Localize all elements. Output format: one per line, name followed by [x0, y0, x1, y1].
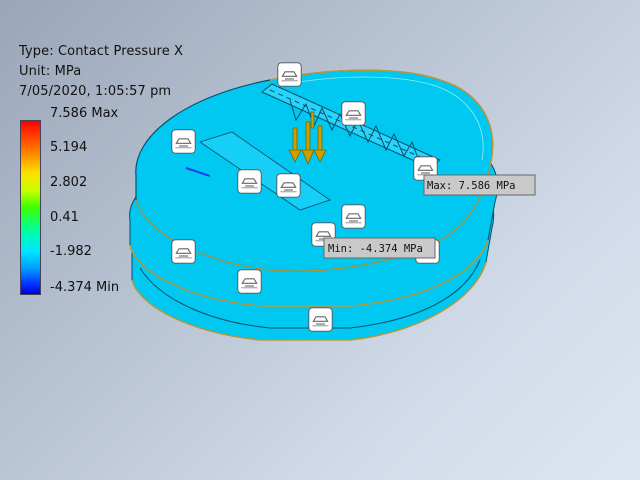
fixed-constraint-icon[interactable] — [171, 239, 196, 264]
fixed-constraint-icon[interactable] — [276, 173, 301, 198]
min-probe-label: Min: -4.374 MPa — [328, 243, 423, 255]
legend-tick-max: 7.586 Max — [50, 106, 119, 121]
legend-tick-2: 5.194 — [50, 140, 88, 155]
fixed-constraint-icon[interactable] — [341, 204, 366, 229]
color-legend-bar — [20, 120, 41, 295]
legend-tick-4: 0.41 — [50, 210, 79, 225]
result-date: 7/05/2020, 1:05:57 pm — [19, 84, 172, 99]
result-type: Type: Contact Pressure X — [19, 44, 184, 59]
fixed-constraint-icon[interactable] — [308, 307, 333, 332]
max-probe[interactable]: Max: 7.586 MPa — [423, 174, 536, 196]
result-unit: Unit: MPa — [19, 64, 82, 79]
fixed-constraint-icon[interactable] — [171, 129, 196, 154]
fixed-constraint-icon[interactable] — [237, 169, 262, 194]
legend-tick-5: -1.982 — [50, 244, 92, 259]
legend-tick-min: -4.374 Min — [50, 280, 120, 295]
result-info: Type: Contact Pressure X Unit: MPa 7/05/… — [19, 42, 183, 102]
max-probe-label: Max: 7.586 MPa — [427, 180, 516, 192]
legend-tick-3: 2.802 — [50, 175, 88, 190]
top-plate — [135, 69, 494, 272]
min-probe[interactable]: Min: -4.374 MPa — [323, 237, 436, 259]
fixed-constraint-icon[interactable] — [237, 269, 262, 294]
force-arrow-icon[interactable] — [288, 111, 327, 165]
fixed-constraint-icon[interactable] — [277, 62, 302, 87]
fixed-constraint-icon[interactable] — [341, 101, 366, 126]
